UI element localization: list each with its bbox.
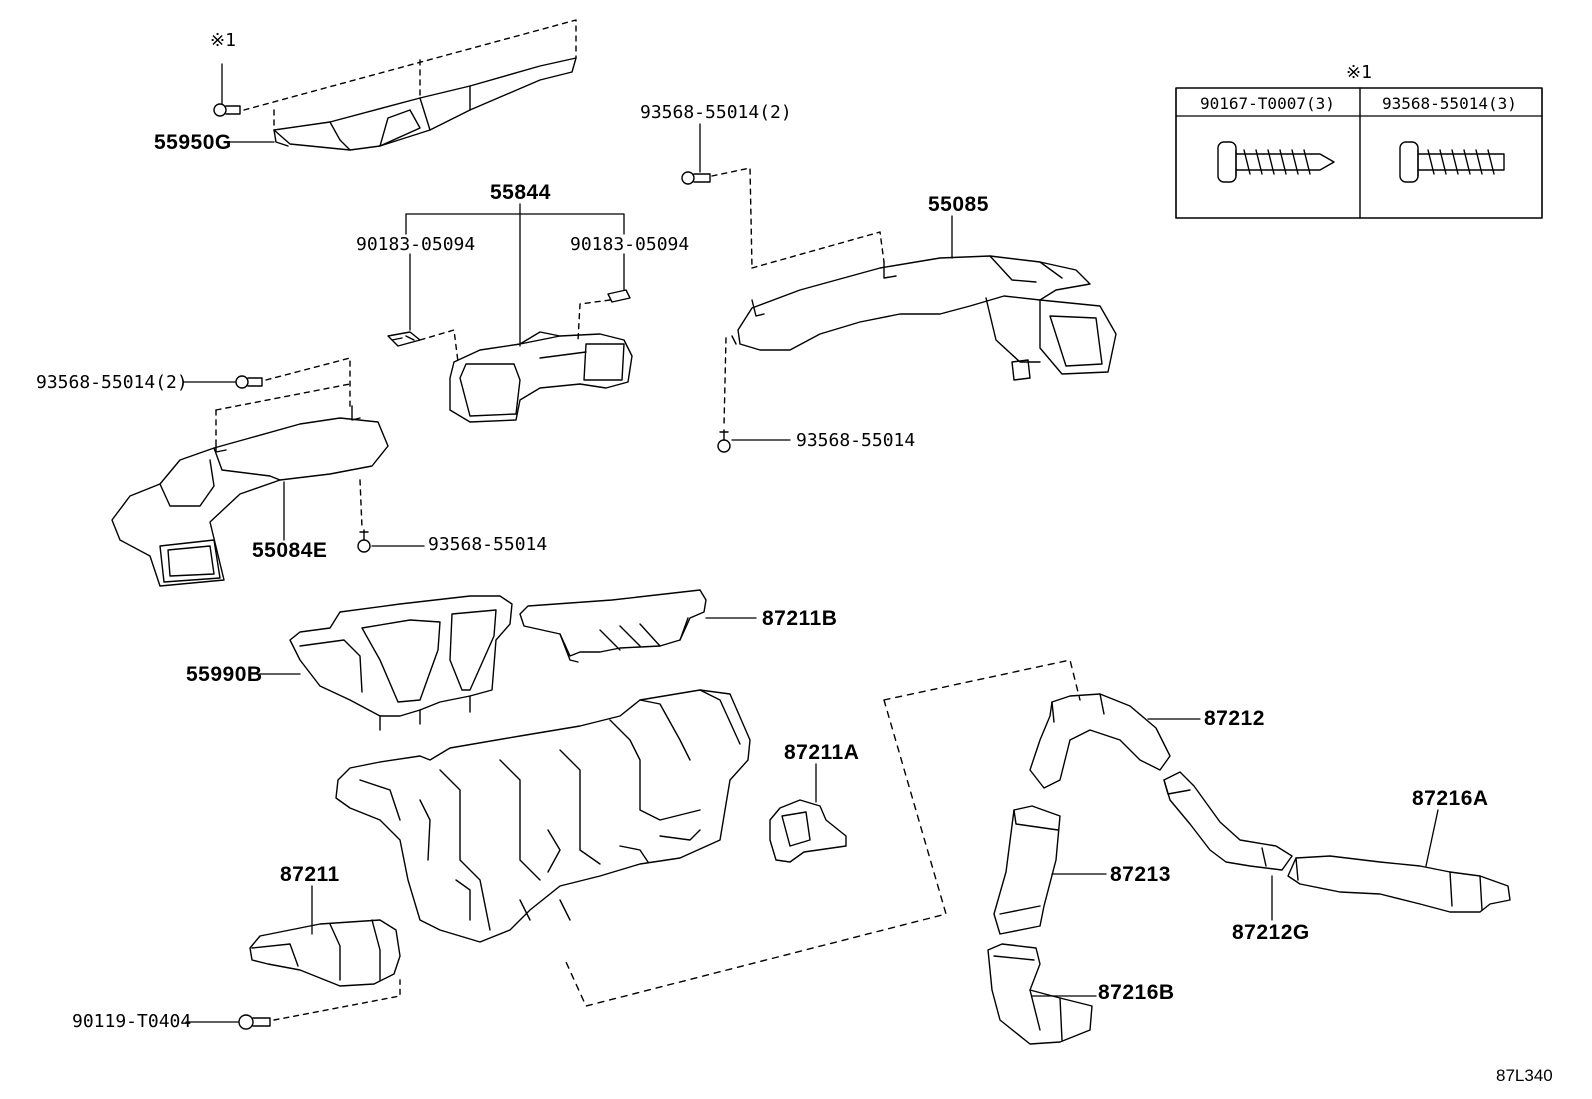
duct-87211 — [249, 919, 401, 987]
duct-87216A — [1287, 855, 1511, 913]
part-label-93568-low: 93568-55014 — [428, 534, 548, 555]
clip-icon — [387, 289, 631, 347]
note-mark: ※1 — [210, 30, 236, 51]
part-label-55085: 55085 — [928, 193, 989, 216]
part-label-55084E: 55084E — [252, 539, 328, 562]
duct-55844 — [449, 331, 633, 423]
part-label-87212G: 87212G — [1232, 921, 1310, 944]
part-label-90119: 90119-T0404 — [72, 1011, 192, 1032]
bolt-icon — [213, 103, 241, 117]
part-label-90183-left: 90183-05094 — [356, 234, 476, 255]
part-label-55950G: 55950G — [154, 131, 232, 154]
screw-icon — [1399, 141, 1505, 183]
duct-87213 — [993, 805, 1061, 935]
bolt-icon — [681, 171, 731, 453]
part-label-55990B: 55990B — [186, 663, 263, 686]
part-label-87216B: 87216B — [1098, 981, 1175, 1004]
filter-87211B — [519, 589, 707, 663]
hvac-unit — [335, 689, 751, 943]
legend-part-2: 93568-55014(3) — [1382, 94, 1517, 113]
legend-part-1: 90167-T0007(3) — [1200, 94, 1335, 113]
duct-55084E — [111, 405, 389, 587]
part-label-87211B: 87211B — [762, 607, 838, 630]
part-label-87211: 87211 — [280, 863, 340, 886]
dashed-guide — [273, 979, 401, 1021]
diagram-id: 87L340 — [1496, 1066, 1553, 1085]
dashed-guide — [215, 357, 363, 529]
bracket-87211A — [769, 799, 847, 863]
legend-box — [1175, 87, 1543, 219]
screw-icon — [1217, 141, 1335, 183]
duct-87212G — [1163, 771, 1293, 871]
dashed-guide — [711, 167, 885, 427]
bolt-icon — [235, 375, 371, 553]
part-label-93568-mid: 93568-55014 — [796, 430, 916, 451]
duct-55990B — [289, 595, 513, 731]
part-label-93568-top: 93568-55014(2) — [640, 102, 792, 123]
dashed-guide — [565, 659, 1081, 1007]
duct-87216B — [987, 943, 1093, 1045]
duct-87212 — [1029, 693, 1171, 789]
dashed-guide — [243, 19, 577, 131]
part-label-93568-left: 93568-55014(2) — [36, 372, 188, 393]
legend-mark: ※1 — [1346, 62, 1372, 83]
duct-55950G — [273, 57, 577, 151]
part-label-87216A: 87216A — [1412, 787, 1489, 810]
part-label-87213: 87213 — [1110, 863, 1171, 886]
part-label-55844: 55844 — [490, 181, 551, 204]
dashed-guide — [419, 299, 611, 363]
duct-55085 — [731, 255, 1117, 381]
part-label-90183-right: 90183-05094 — [570, 234, 690, 255]
bolt-icon — [238, 1014, 271, 1030]
part-label-87211A: 87211A — [784, 741, 860, 764]
leader-lines — [183, 63, 1439, 1023]
part-label-87212: 87212 — [1204, 707, 1265, 730]
